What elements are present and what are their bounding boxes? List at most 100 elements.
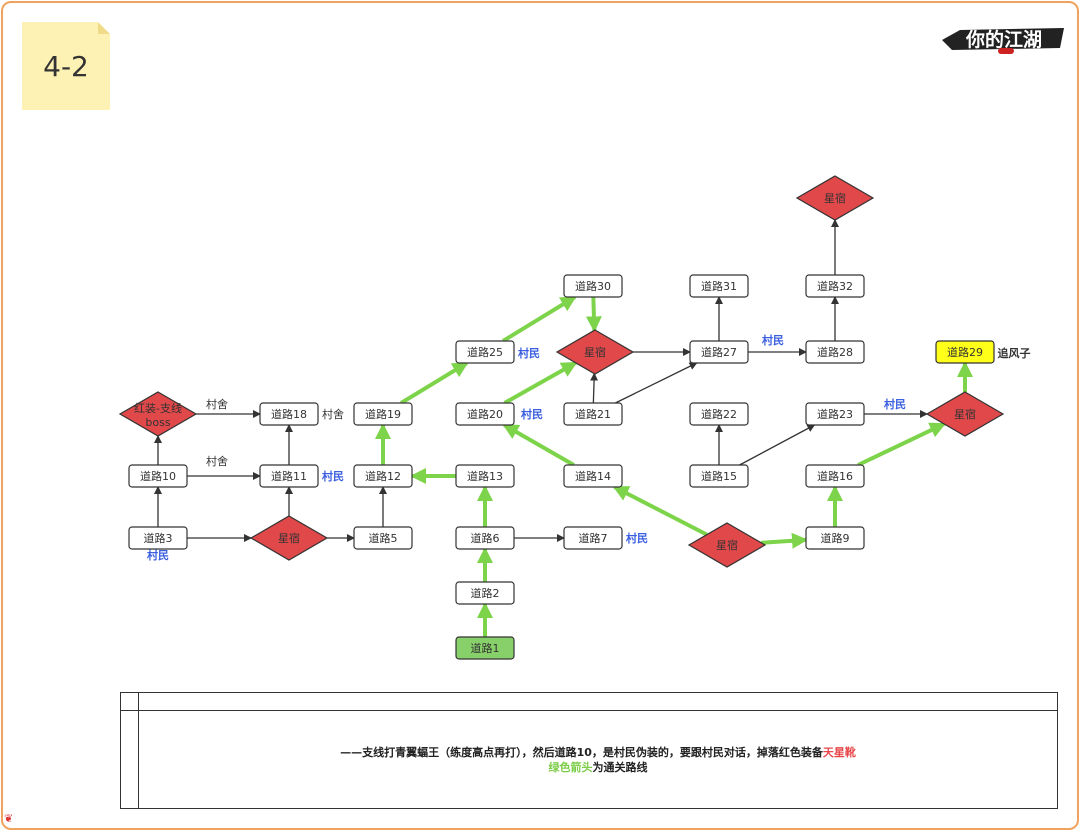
node-label: 道路25 (467, 345, 503, 359)
road-node-16[interactable]: 道路16 (805, 464, 865, 488)
node-label: 道路15 (701, 469, 737, 483)
node-label: 道路19 (365, 407, 401, 421)
arrow-r21-sB (590, 372, 599, 404)
boss-label-line2: boss (145, 416, 170, 429)
road-node-23[interactable]: 道路23 (805, 402, 865, 426)
node-label: 道路29 (947, 345, 983, 359)
boss-label-line1: 红装-支线 (134, 401, 182, 415)
note-table: ——支线打青翼蝠王（练度高点再打），然后道路10，是村民伪装的，要跟村民对话，掉… (120, 692, 1058, 809)
villager-label-r11: 村民 (322, 469, 344, 483)
node-label: 道路5 (369, 531, 398, 545)
star-node-sA[interactable]: 星宿 (249, 515, 329, 561)
road-node-6[interactable]: 道路6 (455, 526, 515, 550)
node-label: 道路30 (575, 279, 611, 293)
star-node-sC[interactable]: 星宿 (687, 522, 767, 568)
node-label: 道路31 (701, 279, 737, 293)
arrow-r15-r23 (739, 424, 816, 466)
note-line2: 为通关路线 (592, 761, 648, 774)
road-node-22[interactable]: 道路22 (689, 402, 749, 426)
node-label: 道路6 (471, 531, 500, 545)
road-node-29[interactable]: 道路29 (935, 340, 995, 364)
route-arrow-sC-r14 (612, 485, 708, 537)
villager-label-r7: 村民 (626, 531, 648, 545)
cottage-label-r10-r11: 村舍 (206, 454, 228, 468)
road-node-3[interactable]: 道路3 (128, 526, 188, 550)
road-node-27[interactable]: 道路27 (689, 340, 749, 364)
node-label: 道路2 (471, 586, 500, 600)
node-label: 道路18 (271, 407, 307, 421)
game-logo: 你的江湖 (942, 28, 1064, 54)
node-label: 道路16 (817, 469, 853, 483)
road-node-32[interactable]: 道路32 (805, 274, 865, 298)
corner-icon: ❦ (4, 812, 14, 825)
node-label: 道路13 (467, 469, 503, 483)
road-node-31[interactable]: 道路31 (689, 274, 749, 298)
villager-label-r27-r28: 村民 (762, 333, 784, 347)
cottage-label-r18: 村舍 (322, 407, 344, 421)
road-node-13[interactable]: 道路13 (455, 464, 515, 488)
road-node-21[interactable]: 道路21 (563, 402, 623, 426)
node-label: 道路23 (817, 407, 853, 421)
route-arrow-r16-sE (857, 422, 946, 467)
node-label: 星宿 (584, 345, 606, 359)
svg-text:你的江湖: 你的江湖 (965, 28, 1042, 51)
road-node-19[interactable]: 道路19 (353, 402, 413, 426)
route-arrow-r14-r20 (502, 423, 575, 467)
note-green-arrow-text: 绿色箭头 (548, 761, 593, 774)
node-label: 道路3 (144, 531, 173, 545)
cottage-label-boss-r18: 村舍 (206, 397, 228, 411)
route-arrow-r19-r25 (400, 361, 469, 405)
road-node-5[interactable]: 道路5 (353, 526, 413, 550)
node-label: 星宿 (278, 531, 300, 545)
node-label: 道路10 (140, 469, 176, 483)
villager-label-r3: 村民 (147, 548, 169, 562)
node-label: 道路1 (471, 641, 500, 655)
route-arrow-r30-sB (585, 296, 602, 333)
node-label: 道路28 (817, 345, 853, 359)
node-label: 道路12 (365, 469, 401, 483)
road-node-7[interactable]: 道路7 (563, 526, 623, 550)
node-label: 道路9 (821, 531, 850, 545)
star-node-sD[interactable]: 星宿 (795, 175, 875, 221)
node-label: 道路7 (579, 531, 608, 545)
road-node-11[interactable]: 道路11 (259, 464, 319, 488)
route-arrow-r20-sB (503, 361, 578, 405)
road-node-10[interactable]: 道路10 (128, 464, 188, 488)
road-node-2[interactable]: 道路2 (455, 581, 515, 605)
table-column-divider (138, 693, 139, 808)
node-label: 道路27 (701, 345, 737, 359)
villager-label-r20: 村民 (521, 407, 543, 421)
node-label: 道路21 (575, 407, 611, 421)
node-label: 星宿 (716, 538, 738, 552)
star-node-sE[interactable]: 星宿 (925, 391, 1005, 437)
arrow-r21-r27 (615, 362, 698, 404)
node-label: 道路22 (701, 407, 737, 421)
route-arrow-r25-r30 (501, 295, 577, 343)
road-node-9[interactable]: 道路9 (805, 526, 865, 550)
road-node-28[interactable]: 道路28 (805, 340, 865, 364)
road-node-15[interactable]: 道路15 (689, 464, 749, 488)
star-node-sB[interactable]: 星宿 (555, 329, 635, 375)
road-node-30[interactable]: 道路30 (563, 274, 623, 298)
road-node-14[interactable]: 道路14 (563, 464, 623, 488)
road-node-18[interactable]: 道路18 (259, 402, 319, 426)
node-label: 道路14 (575, 469, 611, 483)
node-label: 道路32 (817, 279, 853, 293)
node-label: 星宿 (824, 191, 846, 205)
villager-label-r23: 村民 (884, 397, 906, 411)
road-node-20[interactable]: 道路20 (455, 402, 515, 426)
zhuifengzi-label: 追风子 (998, 346, 1031, 360)
road-node-25[interactable]: 道路25 (455, 340, 515, 364)
road-node-1[interactable]: 道路1 (455, 636, 515, 660)
villager-label-r25: 村民 (518, 346, 540, 360)
road-node-12[interactable]: 道路12 (353, 464, 413, 488)
node-label: 星宿 (954, 407, 976, 421)
table-header-divider (121, 710, 1057, 711)
note-text: ——支线打青翼蝠王（练度高点再打），然后道路10，是村民伪装的，要跟村民对话，掉… (139, 745, 1057, 775)
note-line1: ——支线打青翼蝠王（练度高点再打），然后道路10，是村民伪装的，要跟村民对话，掉… (340, 746, 823, 759)
node-label: 道路20 (467, 407, 503, 421)
route-arrow-sC-r9 (761, 532, 808, 549)
